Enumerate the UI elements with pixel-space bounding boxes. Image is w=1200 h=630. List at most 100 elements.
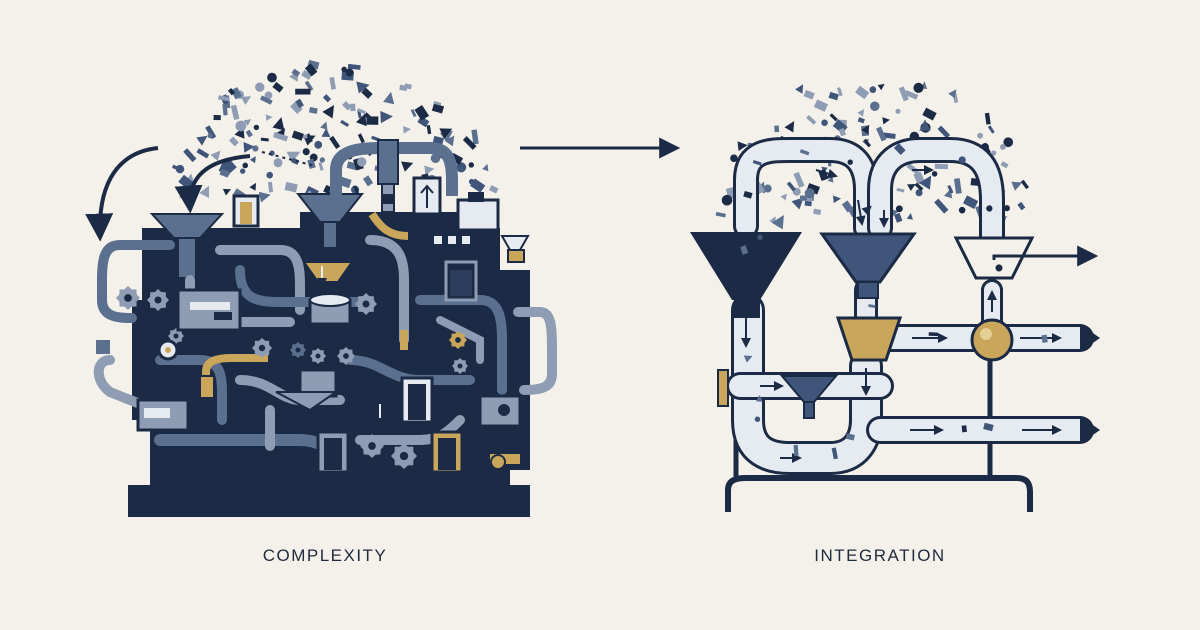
data-fragment bbox=[229, 136, 239, 147]
data-fragment bbox=[213, 115, 221, 121]
funnel-gold bbox=[835, 316, 903, 362]
funnel-navy bbox=[690, 232, 802, 300]
data-fragment bbox=[918, 175, 932, 190]
data-fragment bbox=[272, 117, 285, 131]
data-fragment bbox=[319, 157, 325, 163]
data-fragment bbox=[417, 116, 430, 128]
gear-hub bbox=[258, 344, 266, 352]
data-fragment bbox=[253, 124, 260, 131]
data-fragment bbox=[983, 422, 994, 432]
data-fragment bbox=[934, 198, 949, 214]
data-fragment bbox=[828, 91, 839, 101]
gear-hub bbox=[399, 451, 409, 461]
data-fragment bbox=[273, 131, 289, 142]
data-fragment bbox=[341, 66, 347, 73]
data-fragment bbox=[752, 159, 762, 166]
data-fragment bbox=[410, 108, 417, 118]
data-fragment bbox=[264, 91, 273, 100]
data-fragment bbox=[347, 63, 361, 70]
curved-arrow-left bbox=[85, 146, 159, 242]
data-fragment bbox=[243, 119, 252, 127]
data-fragment bbox=[754, 416, 761, 422]
data-fragment bbox=[963, 195, 979, 209]
data-fragment bbox=[260, 137, 269, 142]
data-fragment bbox=[984, 112, 991, 125]
data-fragment bbox=[804, 188, 815, 199]
data-fragment bbox=[793, 171, 805, 188]
data-fragment bbox=[737, 141, 748, 152]
data-fragment bbox=[380, 110, 393, 124]
data-fragment bbox=[340, 119, 350, 128]
data-fragment bbox=[295, 88, 311, 95]
gear-hub bbox=[457, 363, 463, 369]
data-fragment bbox=[804, 200, 812, 207]
curved-arrow-top bbox=[174, 154, 251, 214]
data-fragment bbox=[845, 433, 855, 441]
hopper-small-right bbox=[500, 235, 530, 251]
data-fragment bbox=[291, 130, 304, 141]
data-fragment bbox=[1020, 179, 1030, 190]
data-fragment bbox=[230, 104, 240, 120]
data-fragment bbox=[861, 205, 872, 216]
flow-arrows bbox=[741, 165, 1062, 463]
data-fragment bbox=[196, 135, 208, 146]
data-fragment bbox=[249, 182, 256, 191]
data-fragment bbox=[730, 154, 738, 163]
data-fragment bbox=[243, 142, 255, 153]
data-fragment bbox=[947, 185, 954, 194]
data-fragment bbox=[931, 171, 938, 177]
data-fragment bbox=[301, 69, 313, 80]
data-fragment bbox=[795, 84, 804, 94]
data-fragment bbox=[1000, 161, 1009, 169]
data-fragment bbox=[721, 194, 733, 206]
data-fragment bbox=[356, 108, 366, 115]
data-fragment bbox=[836, 87, 843, 97]
data-fragment bbox=[361, 87, 373, 99]
data-fragment bbox=[740, 245, 749, 255]
data-fragment bbox=[252, 145, 259, 152]
data-fragment bbox=[304, 63, 318, 77]
data-fragment bbox=[286, 151, 301, 163]
gold-pipes bbox=[202, 211, 409, 398]
data-fragment bbox=[424, 165, 435, 175]
gear-hub bbox=[124, 294, 132, 302]
data-fragment bbox=[350, 103, 356, 112]
data-fragment bbox=[366, 116, 379, 125]
data-fragment bbox=[1000, 143, 1006, 150]
data-fragment bbox=[958, 206, 966, 214]
data-fragment bbox=[273, 158, 283, 168]
data-fragment bbox=[342, 101, 352, 111]
data-fragment bbox=[829, 113, 838, 122]
data-fragment bbox=[915, 189, 923, 197]
data-fragment bbox=[857, 109, 865, 117]
data-fragment bbox=[847, 159, 853, 165]
data-fragment bbox=[329, 77, 336, 90]
data-fragment bbox=[322, 104, 335, 119]
gear-hub bbox=[315, 353, 321, 359]
data-fragment bbox=[308, 106, 318, 114]
data-fragment bbox=[831, 447, 838, 460]
data-fragment bbox=[304, 80, 314, 92]
data-fragment bbox=[433, 100, 442, 106]
gears-group bbox=[116, 286, 468, 469]
data-fragment bbox=[284, 181, 298, 193]
data-fragment bbox=[318, 162, 324, 171]
data-fragment bbox=[329, 135, 341, 150]
data-fragment bbox=[471, 129, 479, 145]
data-fragment bbox=[362, 175, 374, 187]
data-fragment bbox=[813, 208, 822, 215]
machine-doors bbox=[316, 260, 478, 474]
data-fragment bbox=[320, 121, 328, 130]
data-fragment bbox=[302, 148, 310, 156]
data-fragment bbox=[882, 117, 890, 125]
data-fragment bbox=[172, 164, 182, 172]
data-fragment bbox=[784, 121, 795, 133]
data-fragment bbox=[868, 304, 876, 308]
data-fragment bbox=[462, 136, 477, 150]
data-fragment bbox=[780, 193, 788, 201]
data-fragment bbox=[255, 82, 265, 92]
data-fragment bbox=[919, 119, 931, 131]
data-fragment bbox=[907, 184, 916, 192]
gear-hub bbox=[154, 296, 162, 304]
